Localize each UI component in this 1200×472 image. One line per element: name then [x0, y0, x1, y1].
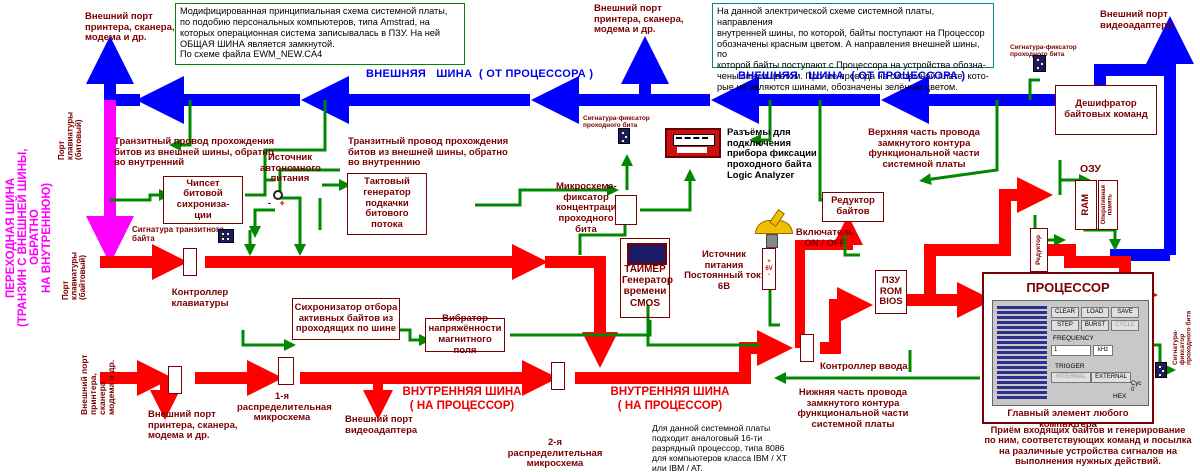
- byte-reducer-block: Редуктор байтов: [822, 192, 884, 222]
- fixator-chip-label: Микросхема- фиксатор концентрации проход…: [556, 181, 623, 235]
- ram-label: RAM: [1079, 194, 1091, 216]
- keyboard-port-bitwise: Порт клавиатуры (битовый): [57, 111, 83, 160]
- cpu-hex-label: HEX: [1113, 393, 1127, 400]
- lower-loop-label: Нижняя часть провода замкнутого контура …: [797, 387, 909, 430]
- logic-analyzer[interactable]: [665, 128, 721, 158]
- power-source-label: Источник питания Постоянный ток: 6В: [684, 249, 764, 292]
- cpu-btn-burst[interactable]: BURST: [1081, 320, 1109, 331]
- battery-minus: -: [768, 272, 770, 279]
- note-top-right: На данной электрической схеме системной …: [712, 3, 994, 92]
- external-bus-label-1: ВНЕШНЯЯ ШИНА ( ОТ ПРОЦЕССОРА ): [366, 68, 594, 80]
- autonomous-battery: - +: [268, 198, 292, 210]
- signature-passing-right-label: Сигнатура-фиксатор проходного бита: [1010, 44, 1077, 59]
- cpu-btn-clear[interactable]: CLEAR: [1051, 307, 1079, 318]
- reductor-side-label: Редуктор: [1035, 235, 1043, 265]
- autonomous-power-label: Источник автономного питания: [260, 152, 321, 185]
- signature-passing-right-chip: [1033, 55, 1046, 72]
- internal-bus-wires: [100, 177, 1158, 420]
- signature-transit-label: Сигнатура транзитного байта: [132, 225, 225, 243]
- input-controller-label: Контроллер ввода: [820, 361, 908, 372]
- green-wires: [110, 78, 1176, 384]
- distributor-1-label: 1-я распределительная микросхема: [237, 391, 332, 424]
- transit-wire-label-2: Транзитный провод прохождения битов из в…: [348, 136, 509, 169]
- battery-minus-sign: -: [268, 198, 271, 208]
- ext-port-left: Внешний порт принтера, сканера модема и …: [79, 354, 116, 415]
- cpu-btn-load[interactable]: LOAD: [1081, 307, 1109, 318]
- note-top-left: Модифицированная принципиальная схема си…: [175, 3, 465, 65]
- cpu-caption: Главный элемент любого компьютера: [1007, 408, 1129, 430]
- battery-plus-sign: +: [279, 198, 285, 208]
- distributor-2-label: 2-я распределительная микросхема: [507, 437, 603, 470]
- note-bottom-right: Приём входящих байтов и генерирование по…: [984, 425, 1192, 467]
- ext-port-bottom-left: Внешний порт принтера, сканера, модема и…: [148, 409, 238, 442]
- external-bus-label-2: ВНЕШНЯЯ ШИНА ( ОТ ПРОЦЕССОРА ): [738, 70, 966, 82]
- reductor-side-block: Редуктор: [1030, 228, 1048, 272]
- input-controller-chip: [800, 334, 814, 362]
- cpu-btn-external[interactable]: EXTERNAL: [1091, 372, 1131, 383]
- cpu-frequency-input[interactable]: 1: [1051, 345, 1091, 356]
- switch-label: Включатель ON / OFF: [795, 227, 855, 249]
- signature-transit-chip: [218, 229, 234, 243]
- keyboard-controller-chip: [183, 248, 197, 276]
- cpu-btn-internal[interactable]: INTERNAL: [1051, 372, 1091, 383]
- cpu-frequency-label: FREQUENCY: [1053, 335, 1094, 342]
- cpu-led-grid: [997, 305, 1047, 399]
- cpu-btn-step[interactable]: STEP: [1051, 320, 1079, 331]
- upper-loop-label: Верхняя часть провода замкнутого контура…: [868, 127, 980, 170]
- cpu-title: ПРОЦЕССОР: [1026, 280, 1110, 295]
- ozu-label: ОЗУ: [1080, 163, 1101, 175]
- signature-passing-label: Сигнатура-фиксатор проходного бита: [583, 115, 650, 130]
- switch-connector: [766, 234, 778, 248]
- sync-block: Сихронизатор отбора активных байтов из п…: [292, 298, 400, 340]
- analyzer-knob: [677, 147, 707, 153]
- timer-box: [620, 238, 670, 318]
- ram-side-block: Оперативная память: [1098, 180, 1118, 230]
- chipset-block: Чипсет битовой сихрониза- ции: [163, 176, 243, 224]
- cpu-panel: CLEAR LOAD SAVE STEP BURST CYCLE FREQUEN…: [992, 300, 1149, 406]
- ext-port-top-left: Внешний порт принтера, сканера, модема и…: [85, 11, 175, 44]
- keyboard-controller-label: Контроллер клавиатуры: [171, 287, 229, 309]
- cpu-btn-cycle[interactable]: CYCLE: [1111, 320, 1139, 331]
- connectors-label: Разъёмы для подключения прибора фиксации…: [727, 127, 817, 181]
- fixator-chip: [615, 195, 637, 225]
- note-bottom-center: Для данной системной платы подходит анал…: [652, 423, 787, 472]
- signature-cpu-label: Сигнатура-фиксатор проходного бита: [1172, 310, 1193, 365]
- signature-cpu-chip: [1155, 362, 1167, 378]
- rom-block: ПЗУ ROM BIOS: [875, 270, 907, 314]
- battery-value: 6V: [765, 265, 773, 272]
- ext-port-top-center: Внешний порт принтера, сканера, модема и…: [594, 3, 684, 36]
- internal-bus-label-1: ВНУТРЕННЯЯ ШИНА ( НА ПРОЦЕССОР): [402, 386, 522, 412]
- distributor-1-chip: [278, 357, 294, 385]
- clock-generator-block: Тактовый генератор подкачки битового пот…: [347, 173, 427, 235]
- timer-label: ТАЙМЕР Генератор времени CMOS: [622, 264, 673, 309]
- signature-passing-chip: [618, 128, 630, 144]
- video-port-bottom: Внешний порт видеоадаптера: [345, 414, 418, 436]
- cpu-btn-save[interactable]: SAVE: [1111, 307, 1139, 318]
- transit-wire-label-1: Транзитный провод прохождения битов из в…: [114, 136, 275, 169]
- ram-block: RAM: [1075, 180, 1097, 230]
- battery-plus: +: [767, 258, 771, 265]
- cpu-cyc-label: Cyc 0: [1131, 381, 1142, 393]
- decoder-block: Дешифратор байтовых команд: [1055, 85, 1157, 135]
- cpu-frequency-unit[interactable]: kHz: [1093, 345, 1113, 356]
- autonomous-battery-circle: [273, 190, 283, 200]
- cpu-block: ПРОЦЕССОР CLEAR LOAD SAVE STEP BURST CYC…: [982, 272, 1154, 430]
- vibrator-block: Вибратор напряжённости магнитного поля: [425, 313, 505, 355]
- transit-bus-label: ПЕРЕХОДНАЯ ШИНА (ТРАНЗИН С ВНЕШНЕЙ ШИНЫ,…: [5, 148, 54, 327]
- analyzer-waveform-icon: [676, 137, 708, 143]
- keyboard-port-bytewise: Порт клавиатуры (байтовый): [61, 251, 87, 300]
- cpu-trigger-label: TRIGGER: [1055, 363, 1085, 370]
- keyboard-port-box: [168, 366, 182, 394]
- internal-bus-label-2: ВНУТРЕННЯЯ ШИНА ( НА ПРОЦЕССОР): [610, 386, 730, 412]
- battery-block: + 6V -: [762, 248, 776, 290]
- power-switch[interactable]: [755, 209, 793, 234]
- video-port-top-right: Внешний порт видеоадаптера: [1100, 9, 1173, 31]
- ram-side-label: Оперативная память: [1101, 185, 1114, 225]
- distributor-2-chip: [551, 362, 565, 390]
- timer-display: [627, 243, 667, 265]
